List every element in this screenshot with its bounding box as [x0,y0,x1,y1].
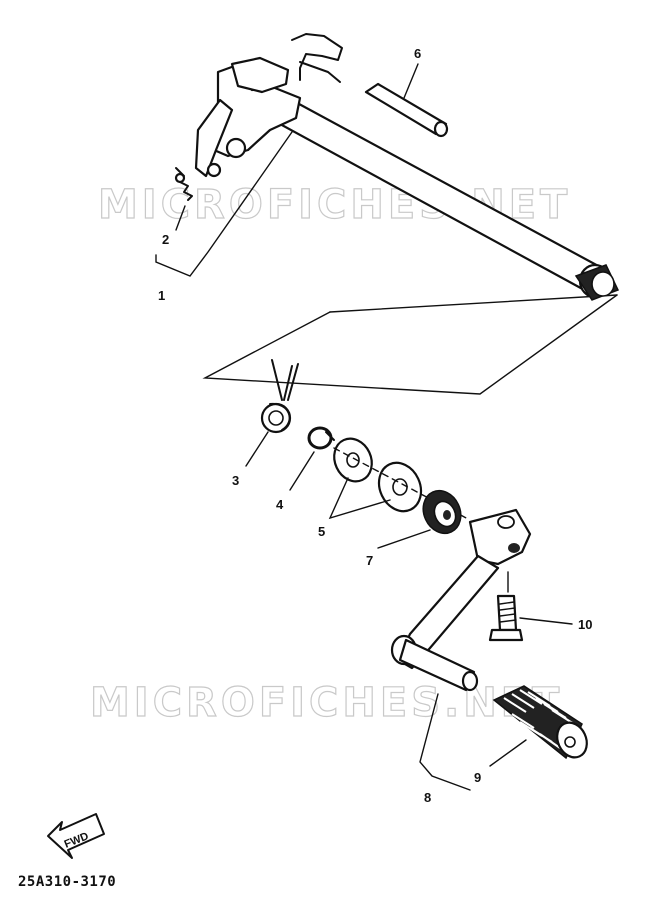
leader-7 [377,529,431,549]
spring-part-2 [174,167,193,201]
callout-4: 4 [276,497,284,512]
callout-10: 10 [578,617,592,632]
oil-seal-part-7 [422,489,462,535]
callout-9: 9 [474,770,481,785]
callout-3: 3 [232,473,239,488]
bolt-part-10 [488,594,524,642]
washer-part-5a [333,437,373,483]
callout-8: 8 [424,790,431,805]
leader-5 [328,477,391,520]
leader-1 [155,131,293,277]
pedal-rubber-part-9 [492,685,588,760]
forward-direction-arrow: FWD [47,813,105,859]
leader-10 [519,617,573,625]
callout-6: 6 [414,46,421,61]
leader-8 [419,693,471,791]
callout-5: 5 [318,524,325,539]
shift-pedal-part-8 [390,508,532,692]
callout-2: 2 [162,232,169,247]
pin-part-6 [364,63,449,138]
washer-part-5b [377,461,423,513]
shift-shaft-part-1 [194,33,620,301]
reference-box-line-2 [329,294,618,313]
leader-2 [175,205,186,231]
callout-1: 1 [158,288,165,303]
watermark-bottom: MICROFICHES.NET [90,680,563,726]
circlip-part-4 [307,426,335,450]
leader-4 [289,451,315,491]
drawing-code: 25A310-3170 [18,874,117,890]
leader-3 [245,431,269,467]
reference-box-line [202,294,618,395]
axis-dashes-lower [333,447,471,521]
torsion-spring-part-3 [260,359,299,434]
leader-9 [489,739,527,767]
callout-7: 7 [366,553,373,568]
